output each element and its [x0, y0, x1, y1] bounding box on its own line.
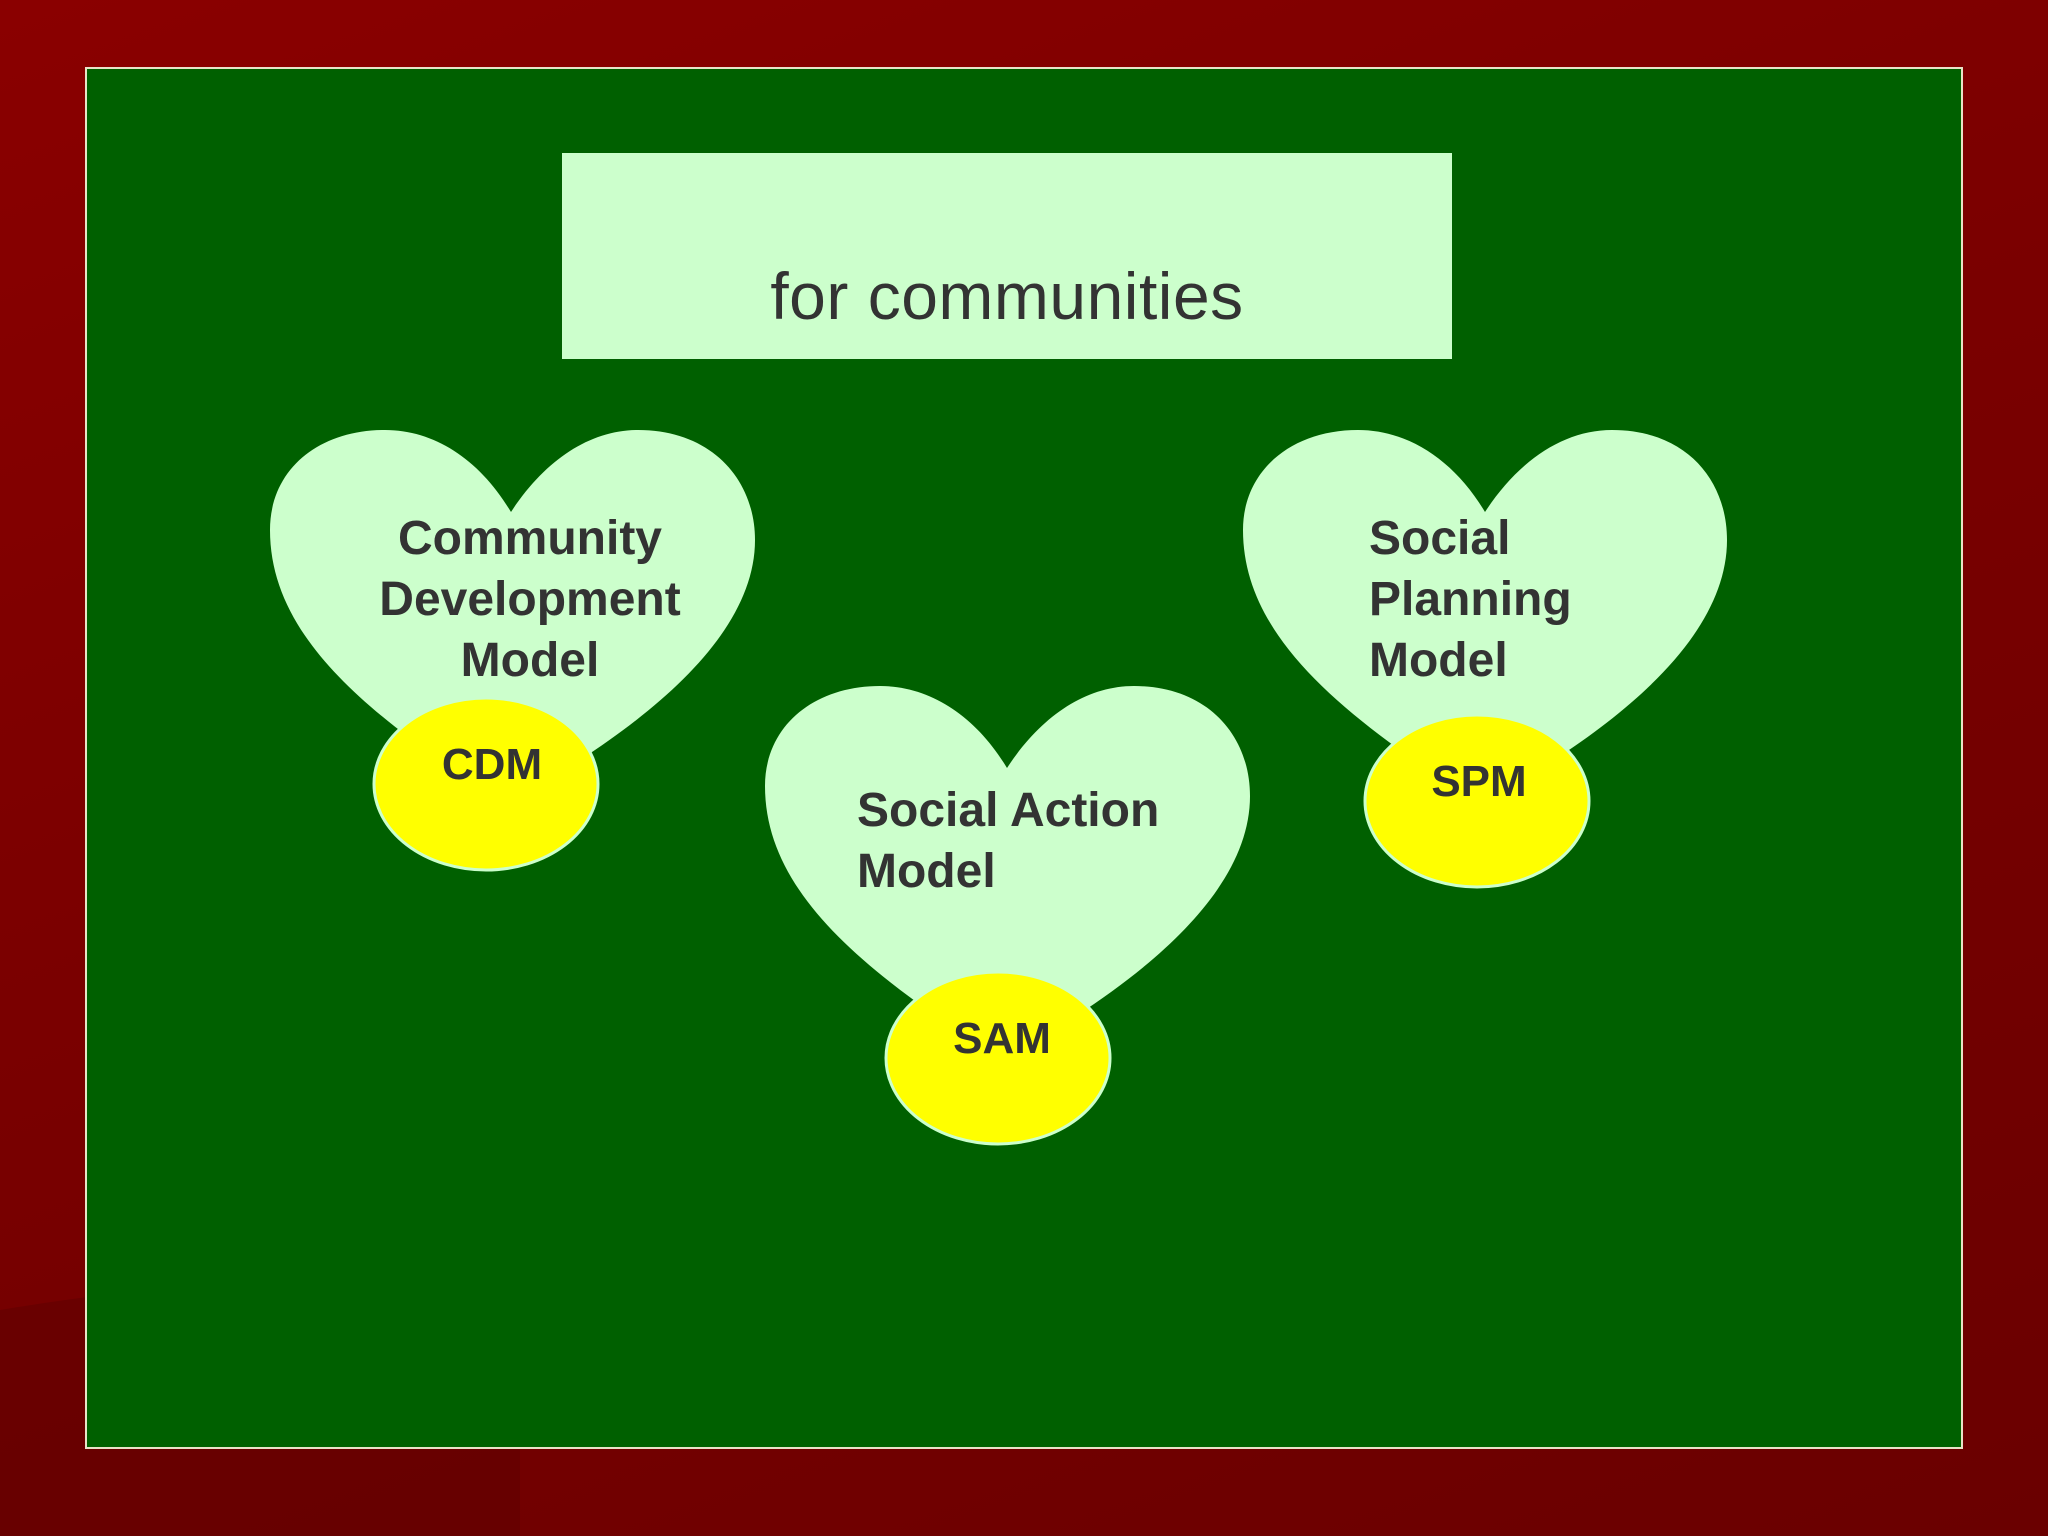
oval-cdm — [372, 696, 600, 872]
abbreviation-sam: SAM — [953, 1014, 1051, 1063]
heart-sam — [765, 686, 1250, 1016]
slide-title: for communities — [770, 259, 1244, 333]
abbreviation-cdm: CDM — [441, 740, 543, 789]
title-box: for communities — [562, 153, 1452, 359]
model-name-sam: Social Action Model — [857, 784, 1160, 898]
heart-cdm — [270, 430, 755, 760]
model-name-spm: Social Planning Model — [1369, 512, 1572, 687]
heart-spm — [1243, 430, 1727, 760]
oval-sam — [884, 970, 1112, 1146]
model-name-cdm: Community Development Model — [379, 512, 681, 687]
abbreviation-spm: SPM — [1431, 757, 1527, 806]
oval-spm — [1363, 713, 1591, 889]
